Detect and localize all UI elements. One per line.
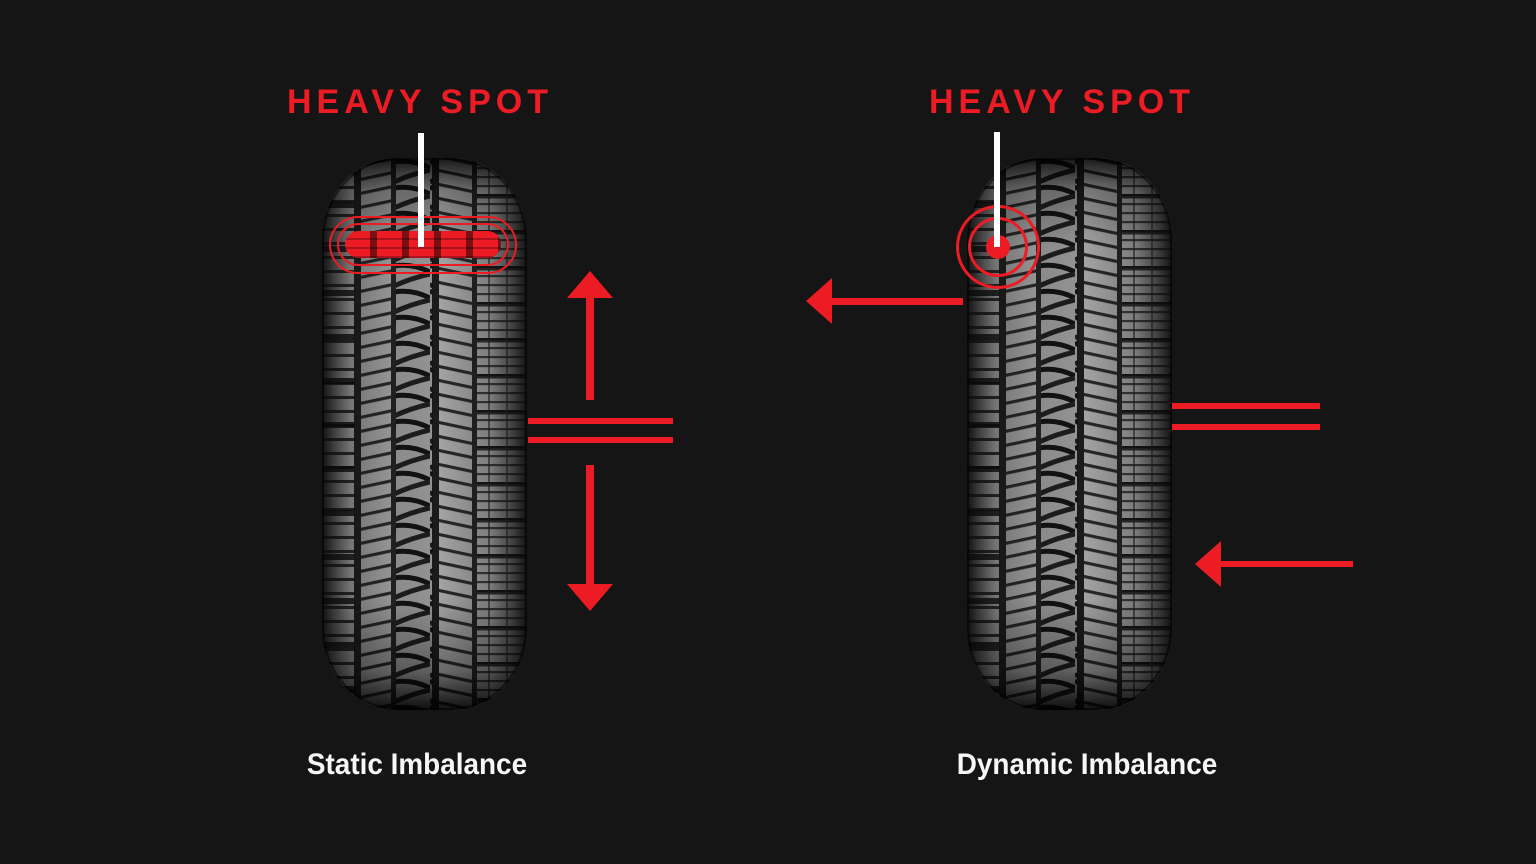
down-arrow-head (567, 584, 613, 611)
pointer-line-dynamic (994, 132, 1000, 247)
axle-line-top-dynamic (1172, 403, 1320, 409)
left-arrow-top-head (806, 278, 832, 324)
down-arrow-shaft (586, 465, 594, 587)
left-arrow-bottom-head (1195, 541, 1221, 587)
heavy-spot-label-dynamic: HEAVY SPOT (928, 83, 1196, 121)
left-arrow-bottom-shaft (1221, 561, 1353, 567)
left-arrow-top-shaft (831, 298, 963, 305)
up-arrow-shaft (586, 296, 594, 400)
caption-static: Static Imbalance (306, 748, 528, 781)
heavy-spot-label-static: HEAVY SPOT (286, 83, 554, 121)
pointer-line-static (418, 133, 424, 247)
caption-dynamic: Dynamic Imbalance (956, 748, 1218, 781)
up-arrow-head (567, 271, 613, 298)
axle-line-bottom-dynamic (1172, 424, 1320, 430)
axle-line-top-static (528, 418, 673, 424)
axle-line-bottom-static (528, 437, 673, 443)
